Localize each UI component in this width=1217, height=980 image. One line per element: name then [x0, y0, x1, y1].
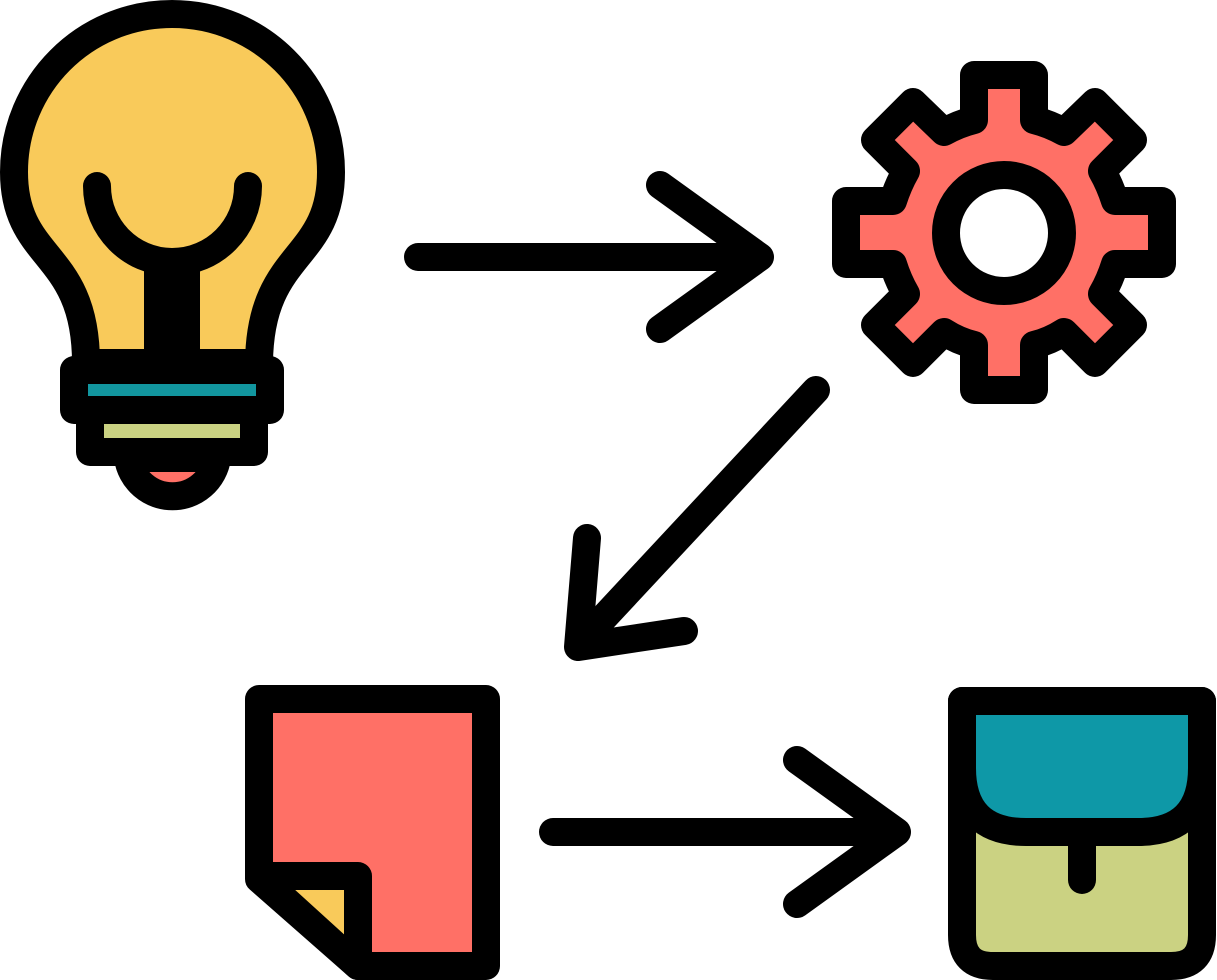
- gear-hole: [932, 161, 1076, 305]
- pocket-flap: [948, 687, 1216, 846]
- bulb-tip: [114, 444, 231, 511]
- bulb-filament: [83, 172, 262, 276]
- pocket-icon: [948, 687, 1216, 980]
- arrow-right-1: [404, 171, 774, 343]
- document-fold: [245, 862, 372, 980]
- document-icon: [245, 685, 500, 980]
- arrow-diagonal: [564, 376, 830, 661]
- arrow-right-2: [539, 746, 911, 918]
- document-sheet: [245, 685, 500, 980]
- gear-icon: [832, 61, 1176, 404]
- bulb-glass: [0, 0, 345, 377]
- lightbulb-icon: [0, 0, 345, 511]
